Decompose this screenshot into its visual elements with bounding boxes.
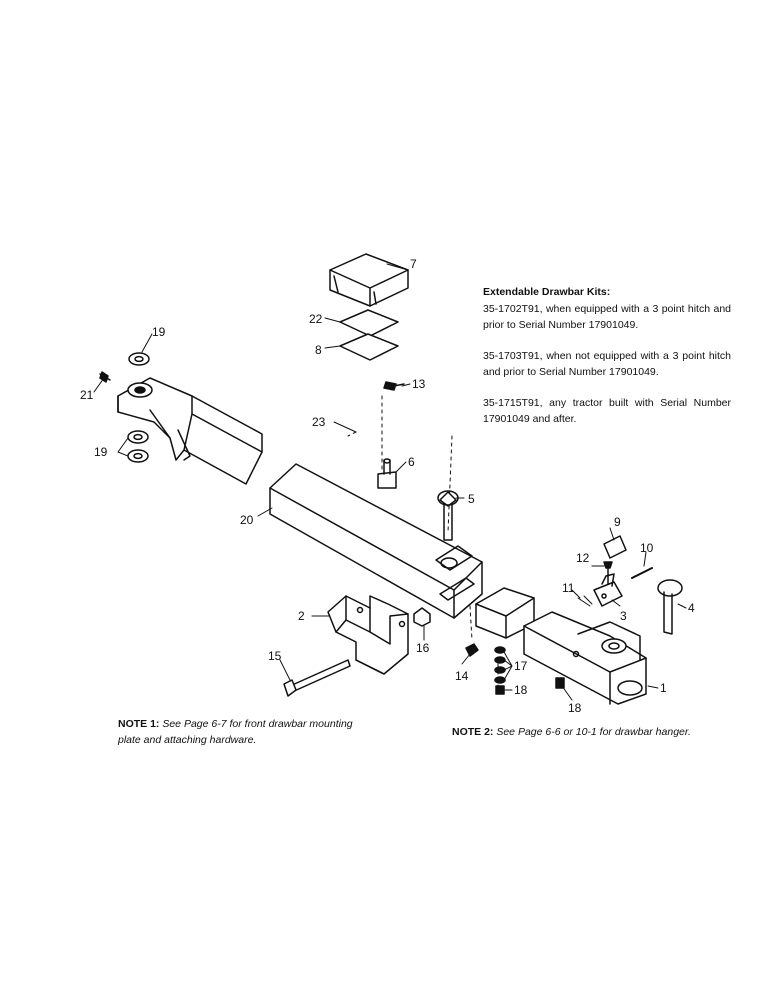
callout-19-bottom: 19 [94, 445, 108, 459]
callout-7: 7 [410, 257, 417, 271]
callout-2: 2 [298, 609, 305, 623]
callout-15: 15 [268, 649, 282, 663]
nut-part-16 [413, 607, 431, 627]
note-2: NOTE 2: See Page 6-6 or 10-1 for drawbar… [452, 724, 752, 740]
callout-18-right: 18 [568, 701, 582, 715]
callout-10: 10 [640, 541, 654, 555]
pin-part-11 [577, 595, 593, 607]
hitch-pin-part-5 [437, 490, 459, 541]
callout-19-top: 19 [152, 325, 166, 339]
note-2-text: See Page 6-6 or 10-1 for drawbar hanger. [496, 726, 691, 738]
callout-1: 1 [660, 681, 667, 695]
callout-13: 13 [412, 377, 426, 391]
callout-8: 8 [315, 343, 322, 357]
note-1-label: NOTE 1: [118, 718, 160, 730]
callout-16: 16 [416, 641, 430, 655]
pin-part-6 [377, 458, 397, 489]
shim-part-8 [339, 333, 399, 361]
cover-part-7 [329, 253, 409, 307]
kits-title: Extendable Drawbar Kits: [483, 286, 611, 298]
kit-item: 35-1715T91, any tractor built with Seria… [483, 397, 731, 425]
bolt-part-15 [283, 659, 351, 697]
callout-18-left: 18 [514, 683, 528, 697]
bracket-part-2 [327, 595, 409, 675]
drawbar-tube-part-20 [269, 463, 483, 619]
callout-4: 4 [688, 601, 695, 615]
callout-17: 17 [514, 659, 528, 673]
bolt-part-12 [603, 561, 613, 585]
grease-fitting-part-21 [99, 371, 111, 383]
hitch-pin-part-4 [657, 579, 683, 635]
washer-part-19 [127, 352, 150, 463]
bracket-part-3 [593, 573, 623, 607]
callout-leaders [93, 263, 687, 701]
plate-part-22 [339, 309, 399, 337]
callout-3: 3 [620, 609, 627, 623]
kit-item: 35-1702T91, when equipped with a 3 point… [483, 303, 731, 331]
callout-9: 9 [614, 515, 621, 529]
note-1: NOTE 1: See Page 6-7 for front drawbar m… [118, 716, 378, 748]
clip-part-14 [465, 643, 479, 657]
callout-14: 14 [455, 669, 469, 683]
callout-11: 11 [562, 581, 575, 595]
plate-part-9 [603, 535, 627, 559]
drawbar-kits-info: Extendable Drawbar Kits: 35-1702T91, whe… [483, 284, 731, 442]
clevis-part-1 [523, 611, 647, 705]
callout-20: 20 [240, 513, 254, 527]
front-drawbar-part-21 [117, 377, 263, 485]
bolt-part-18 [495, 677, 565, 695]
callout-5: 5 [468, 492, 475, 506]
bolt-part-13 [383, 381, 405, 391]
callout-21: 21 [80, 388, 94, 402]
callout-6: 6 [408, 455, 415, 469]
callout-22: 22 [309, 312, 323, 326]
kit-item: 35-1703T91, when not equipped with a 3 p… [483, 350, 731, 378]
note-1-text: See Page 6-7 for front drawbar mounting … [118, 718, 353, 746]
lock-washer-part-17 [494, 646, 506, 684]
pin-part-10 [631, 567, 653, 579]
callout-23: 23 [312, 415, 326, 429]
note-2-label: NOTE 2: [452, 726, 494, 738]
assembly-centerline [347, 395, 499, 691]
callout-12: 12 [576, 551, 590, 565]
